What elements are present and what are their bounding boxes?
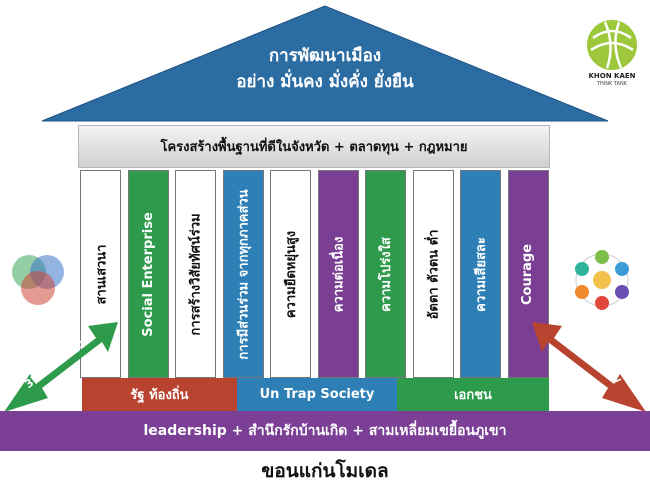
left-arrow (4, 322, 118, 412)
pillar-label: อัตตา ตัวตน ต่ำ (426, 229, 442, 319)
pillar-label: การสร้างวิสัยทัศน์ร่วม (189, 212, 205, 336)
khon-kaen-logo-icon (587, 20, 637, 70)
pillar-1: สานเสวนา (80, 170, 121, 378)
band-untrap-society: Un Trap Society (237, 378, 397, 411)
pillar-5: ความยืดหยุ่นสูง (270, 170, 311, 378)
pillar-6: ความต่อเนื่อง (317, 170, 359, 378)
smart-city-diagram-icon (575, 250, 629, 310)
logo-text: KHON KAEN (588, 72, 636, 80)
pillar-7: ความโปร่งใส (365, 170, 406, 378)
roof-title-line2: อย่าง มั่นคง มั่งคั่ง ยั่งยืน (236, 72, 414, 92)
band-private: เอกชน (397, 378, 549, 411)
right-arrow (532, 322, 646, 412)
pillar-4: การมีส่วนร่วม จากทุกภาคส่วน (222, 170, 264, 378)
pillar-label: การมีส่วนร่วม จากทุกภาคส่วน (236, 188, 252, 360)
pillar-8: อัตตา ตัวตน ต่ำ (412, 170, 454, 378)
infrastructure-bar: โครงสร้างพื้นฐานที่ดีในจังหวัด + ตลาดทุน… (78, 125, 550, 168)
pillar-9: ความเสียสละ (460, 170, 501, 378)
roof-title-line1: การพัฒนาเมือง (268, 46, 382, 66)
pillar-label: Courage (520, 243, 536, 305)
pillar-3: การสร้างวิสัยทัศน์ร่วม (175, 170, 216, 378)
logo-subtext: THINK TANK (596, 81, 627, 87)
foundation-bar: leadership + สำนึกรักบ้านเกิด + สามเหลี่… (0, 411, 650, 451)
band-state-local: รัฐ ท้องถิ่น (82, 378, 237, 411)
pillar-label: สานเสวนา (94, 244, 109, 304)
pillar-label: ความโปร่งใส (379, 236, 394, 312)
pillar-label: Social Enterprise (140, 211, 156, 337)
roof (41, 5, 609, 122)
pillar-label: ความต่อเนื่อง (331, 236, 347, 312)
model-title: ขอนแก่นโมเดล (261, 460, 389, 482)
pillar-2: Social Enterprise (127, 170, 169, 378)
pillar-label: ความยืดหยุ่นสูง (284, 230, 299, 318)
pillar-label: ความเสียสละ (474, 236, 489, 312)
venn-diagram-icon (12, 255, 64, 305)
